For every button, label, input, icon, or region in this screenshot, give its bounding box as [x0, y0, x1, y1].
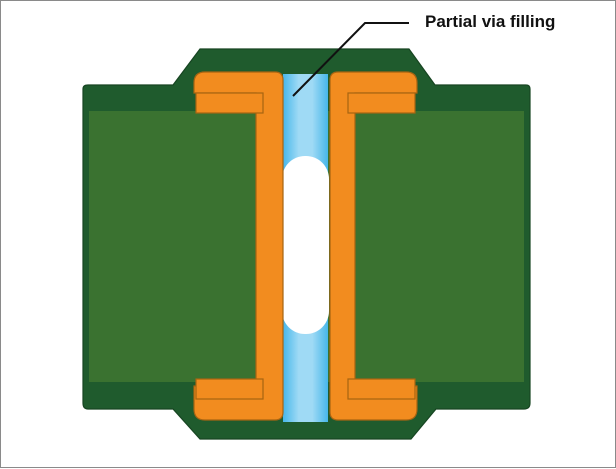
left-copper-plating	[193, 71, 284, 421]
callout-leader-line	[292, 22, 409, 97]
via-void	[282, 156, 329, 334]
left-top-inner-pad	[195, 92, 264, 114]
left-bottom-inner-pad	[195, 378, 264, 400]
callout-label: Partial via filling	[425, 12, 555, 31]
right-top-inner-pad	[347, 92, 416, 114]
right-copper-plating	[329, 71, 418, 421]
right-bottom-inner-pad	[347, 378, 416, 400]
